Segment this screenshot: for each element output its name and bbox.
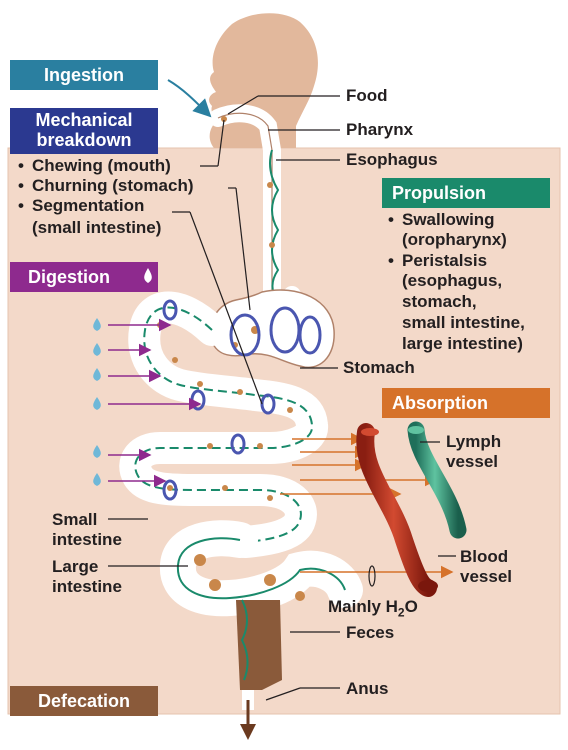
blood-vessel <box>356 423 437 597</box>
lymph-vessel-label-2: vessel <box>446 452 498 471</box>
digestion-label: Digestion <box>28 267 111 287</box>
esophagus-label: Esophagus <box>346 150 438 169</box>
small-intestine-label-1: Small <box>52 510 98 529</box>
food-label: Food <box>346 86 388 105</box>
mechanical-item: Segmentation <box>18 196 194 216</box>
defecation-label: Defecation <box>37 691 131 711</box>
mechanical-label-line1: Mechanical <box>35 110 133 130</box>
mainly-h2o-label: Mainly H2O <box>328 597 418 620</box>
water-drop-icon <box>144 268 152 283</box>
leader-lines <box>108 95 456 701</box>
defecation-badge: Defecation <box>10 686 158 716</box>
mechanical-item: Chewing (mouth) <box>18 156 194 176</box>
stomach-label: Stomach <box>343 358 415 377</box>
absorption-badge: Absorption <box>382 388 550 418</box>
propulsion-item-continuation: (oropharynx) <box>402 230 507 249</box>
rectum-feces <box>236 600 282 690</box>
lymph-vessel <box>407 421 467 539</box>
food-particles <box>157 116 305 601</box>
absorption-label: Absorption <box>392 393 488 413</box>
pharynx-label: Pharynx <box>346 120 414 139</box>
propulsion-list-2: Peristalsis <box>388 251 487 270</box>
propulsion-list: Swallowing <box>388 210 495 229</box>
blood-vessel-label-1: Blood <box>460 547 509 566</box>
propulsion-item-continuation: small intestine, <box>402 313 525 332</box>
propulsion-item-continuation: large intestine) <box>402 334 523 353</box>
propulsion-item-continuation: stomach, <box>402 292 477 311</box>
ingestion-arrow <box>167 79 212 118</box>
propulsion-item: Swallowing <box>388 210 495 229</box>
propulsion-label: Propulsion <box>392 183 486 203</box>
mechanical-item-continuation: (small intestine) <box>32 218 162 237</box>
digestion-badge: Digestion <box>10 262 158 292</box>
large-intestine-label-2: intestine <box>52 577 122 596</box>
propulsion-item-continuation: (esophagus, <box>402 271 503 290</box>
propulsion-item: Peristalsis <box>388 251 487 270</box>
mechanical-item: Churning (stomach) <box>18 176 194 196</box>
propulsion-badge: Propulsion <box>382 178 550 208</box>
lymph-vessel-label-1: Lymph <box>446 432 502 451</box>
digestion-arrows <box>108 318 202 488</box>
mechanical-label-line2: breakdown <box>36 130 132 150</box>
ingestion-badge: Ingestion <box>10 60 158 90</box>
mechanical-breakdown-badge: Mechanical breakdown <box>10 108 158 154</box>
ingestion-label: Ingestion <box>44 65 124 85</box>
mechanical-breakdown-list: Chewing (mouth) Churning (stomach) Segme… <box>18 156 194 216</box>
small-intestine-label-2: intestine <box>52 530 122 549</box>
anus-arrow <box>240 690 256 740</box>
feces-label: Feces <box>346 623 395 642</box>
large-intestine-label-1: Large <box>52 557 99 576</box>
anus-label: Anus <box>346 679 389 698</box>
blood-vessel-label-2: vessel <box>460 567 512 586</box>
